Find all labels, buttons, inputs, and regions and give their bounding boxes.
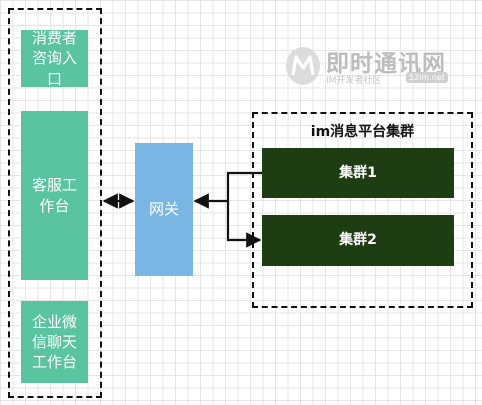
m-logo-icon xyxy=(286,47,320,85)
cluster-2-box: 集群2 xyxy=(262,215,454,266)
wechat-work-workbench-box: 企业微信聊天工作台 xyxy=(21,301,88,383)
cluster-group-title: im消息平台集群 xyxy=(310,124,415,140)
consumer-entry-box: 消费者咨询入口 xyxy=(21,29,88,88)
gateway-label: 网关 xyxy=(148,200,179,219)
cluster-2-label: 集群2 xyxy=(339,232,377,249)
watermark-url: 52im.net xyxy=(406,72,448,83)
cluster-1-box: 集群1 xyxy=(262,148,454,198)
service-workbench-label: 客服工作台 xyxy=(31,176,77,215)
clients-group xyxy=(8,8,102,398)
service-workbench-box: 客服工作台 xyxy=(21,111,88,280)
gateway-cluster-connector xyxy=(193,171,262,209)
watermark-subtitle: IM开发者社区 xyxy=(326,76,382,86)
watermark: 即时通讯网 IM开发者社区 52im.net xyxy=(282,42,472,94)
wechat-work-workbench-label: 企业微信聊天工作台 xyxy=(31,312,77,372)
cluster-group xyxy=(252,112,473,308)
gateway-box: 网关 xyxy=(135,143,193,276)
gateway-cluster2-connector xyxy=(226,201,262,248)
consumer-entry-label: 消费者咨询入口 xyxy=(31,29,77,88)
cluster-1-label: 集群1 xyxy=(339,164,377,181)
